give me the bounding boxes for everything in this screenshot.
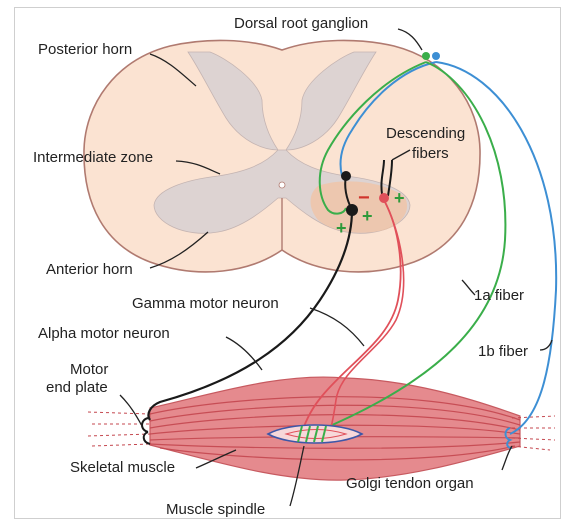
label-golgi-tendon-organ: Golgi tendon organ — [346, 475, 474, 492]
leader-dorsal-root-ganglion — [398, 29, 422, 50]
label-motor-line1: Motor — [70, 361, 108, 378]
sign-plus-1: + — [336, 218, 347, 238]
leader-motor-end-plate — [120, 395, 142, 426]
tendon-left — [88, 412, 150, 446]
label-dorsal-root-ganglion: Dorsal root ganglion — [234, 15, 368, 32]
label-descending-line2: fibers — [412, 145, 449, 162]
ganglion-cell-1a — [422, 52, 430, 60]
leader-gamma-motor-neuron — [310, 308, 364, 346]
label-posterior-horn: Posterior horn — [38, 41, 132, 58]
label-muscle-spindle: Muscle spindle — [166, 501, 265, 518]
dorsal-root-ganglion-cells — [422, 52, 440, 60]
label-alpha-motor-neuron: Alpha motor neuron — [38, 325, 170, 342]
central-canal — [279, 182, 285, 188]
label-1b-fiber: 1b fiber — [478, 343, 528, 360]
label-descending-line1: Descending — [386, 125, 465, 142]
label-anterior-horn: Anterior horn — [46, 261, 133, 278]
sign-plus-3: + — [394, 188, 405, 208]
gamma-motor-soma — [379, 193, 389, 203]
motor-end-plate — [142, 418, 150, 444]
label-1a-fiber: 1a fiber — [474, 287, 524, 304]
ganglion-cell-1b — [432, 52, 440, 60]
label-skeletal-muscle: Skeletal muscle — [70, 459, 175, 476]
label-motor-line2: end plate — [46, 379, 108, 396]
interneuron-soma — [341, 171, 351, 181]
alpha-motor-soma — [346, 204, 358, 216]
label-intermediate-zone: Intermediate zone — [33, 149, 153, 166]
label-gamma-motor-neuron: Gamma motor neuron — [132, 295, 279, 312]
leader-alpha-motor-neuron — [226, 337, 262, 370]
sign-plus-2: + — [362, 206, 373, 226]
